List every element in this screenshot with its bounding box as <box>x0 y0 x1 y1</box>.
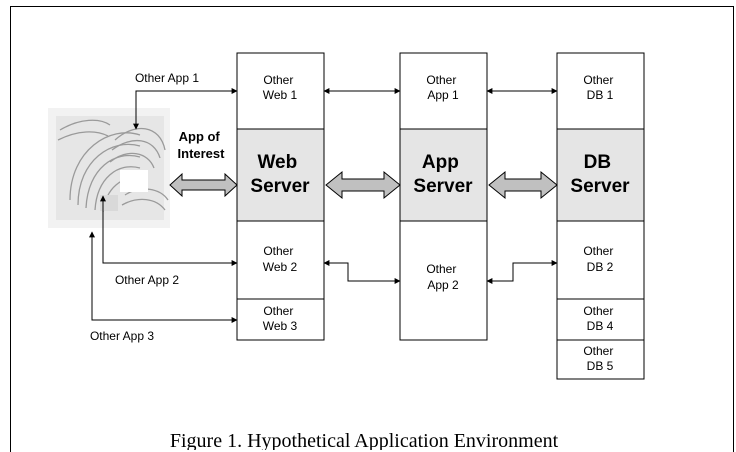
fingerprint-image <box>48 108 170 228</box>
other-db-1-label: Other DB 1 <box>583 73 616 102</box>
app-server-label: App Server <box>413 152 473 197</box>
db-server-box <box>556 128 645 222</box>
other-app-3-label: Other App 3 <box>90 329 154 343</box>
block-arrow-web-app <box>325 170 401 200</box>
other-db-1-box <box>556 52 645 130</box>
other-web-3-label: Other Web 3 <box>263 304 298 333</box>
connector-other-app-1 <box>133 88 238 130</box>
app-column: Other App 1 App Server Other App 2 <box>399 52 488 341</box>
web-server-box <box>236 128 325 222</box>
other-db-2-label: Other DB 2 <box>583 244 616 274</box>
other-db-4-label: Other DB 4 <box>583 304 616 333</box>
other-web-1-box <box>236 52 325 130</box>
other-app-1-box <box>399 52 488 130</box>
connector-app2-db2 <box>486 260 558 284</box>
other-app-1-label: Other App 1 <box>135 71 199 85</box>
app-of-interest-label: App of Interest <box>178 129 226 161</box>
other-web-2-label: Other Web 2 <box>263 244 298 274</box>
other-db-5-label: Other DB 5 <box>583 344 616 373</box>
block-arrow-client-web <box>169 172 238 198</box>
db-column: Other DB 1 DB Server Other DB 2 Other DB… <box>556 52 645 380</box>
web-column: Other Web 1 Web Server Other Web 2 Other… <box>236 52 325 341</box>
other-db-5-box <box>556 339 645 380</box>
other-app-2-box-label: Other App 2 <box>426 262 459 292</box>
block-arrow-app-db <box>488 170 558 200</box>
other-web-1-label: Other Web 1 <box>263 73 298 102</box>
figure-caption: Figure 1. Hypothetical Application Envir… <box>170 430 559 450</box>
connector-other-app-3 <box>89 231 238 323</box>
other-app-2-label: Other App 2 <box>115 273 179 287</box>
web-server-label: Web Server <box>250 152 310 197</box>
other-app-1-box-label: Other App 1 <box>426 73 459 102</box>
other-web-3-box <box>236 298 325 341</box>
db-server-label: DB Server <box>570 152 630 197</box>
other-db-2-box <box>556 220 645 300</box>
app-server-box <box>399 128 488 222</box>
other-db-4-box <box>556 298 645 341</box>
connector-web2-app2 <box>323 260 401 284</box>
